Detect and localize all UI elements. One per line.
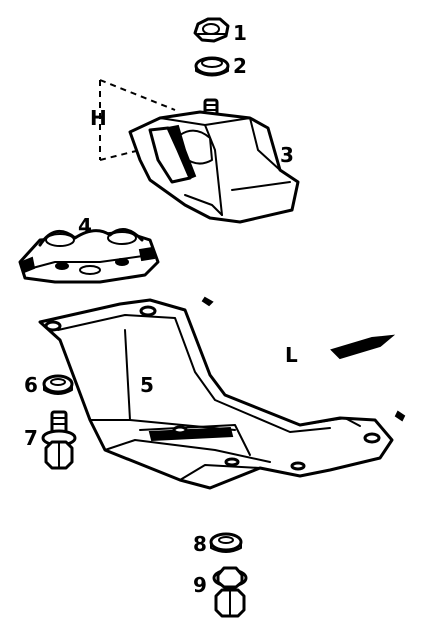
label-part-1: 1 <box>233 21 247 45</box>
part-1-hex-nut <box>193 17 230 43</box>
label-part-3: 3 <box>280 143 294 167</box>
label-dimension-h: H <box>90 106 107 130</box>
label-part-7: 7 <box>24 426 38 450</box>
label-part-4: 4 <box>78 214 92 238</box>
direction-arrow <box>330 334 396 360</box>
part-8-washer <box>209 532 243 553</box>
part-9-bolt <box>212 566 248 618</box>
label-part-8: 8 <box>193 532 207 556</box>
part-6-bushing <box>42 374 74 395</box>
label-direction: L <box>285 343 298 367</box>
alignment-mark-right <box>394 410 406 422</box>
label-part-2: 2 <box>233 54 247 78</box>
part-3-engine-mount <box>128 98 300 224</box>
dimension-h-marker <box>99 79 176 161</box>
part-4-bracket <box>18 228 160 284</box>
label-part-9: 9 <box>193 573 207 597</box>
part-2-washer <box>194 56 230 77</box>
part-7-bolt <box>41 410 77 470</box>
label-part-6: 6 <box>24 373 38 397</box>
alignment-mark <box>201 296 214 307</box>
label-part-5: 5 <box>140 373 154 397</box>
part-5-crossmember <box>38 298 394 490</box>
